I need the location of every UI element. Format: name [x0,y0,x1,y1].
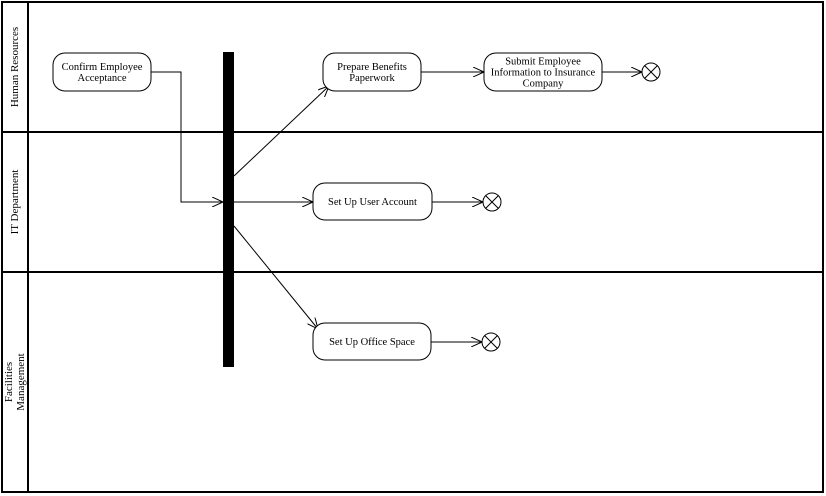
flow-arrow-fork-to-benefits [233,86,329,177]
swimlane-label-fm: FacilitiesManagement [3,353,27,410]
activity-box [483,52,603,92]
activity-label-line: Information to Insurance [491,68,596,79]
final-node-end-hr [641,62,661,82]
activity-box [312,322,432,361]
activity-label-line: Set Up Office Space [329,337,415,348]
activity-box [312,182,433,221]
activity-label: Set Up Office Space [329,337,415,348]
activity-label: Set Up User Account [328,197,417,208]
activity-label-line: Company [523,79,565,90]
final-node-cross [485,195,499,209]
activity-label-line: Acceptance [78,73,127,84]
final-node-end-fm [481,332,501,352]
swimlane-label-line: Management [15,353,27,410]
fork-bar [223,52,234,367]
flow-arrow-fork-to-office [233,225,318,329]
activity-office[interactable]: Set Up Office Space [312,322,432,361]
swimlane-label-it: IT Department [9,170,21,235]
swimlane-label-hr: Human Resources [9,27,21,107]
flow-arrow-confirm-to-fork [151,71,223,202]
final-node-cross [644,65,658,79]
activity-label-line: Confirm Employee [62,62,143,73]
activity-label-line: Paperwork [349,73,395,84]
activity-label-line: Submit Employee [505,57,581,68]
swimlane-label-line: Facilities [3,362,15,402]
swimlane-label-line: Human Resources [9,27,21,107]
activity-label-line: Prepare Benefits [337,62,407,73]
swimlane-label-line: IT Department [9,170,21,235]
final-node-end-it [482,192,502,212]
activity-account[interactable]: Set Up User Account [312,182,433,221]
activity-box [322,52,422,92]
final-node-cross [484,335,498,349]
activity-box [52,52,152,92]
activity-label-line: Set Up User Account [328,197,417,208]
